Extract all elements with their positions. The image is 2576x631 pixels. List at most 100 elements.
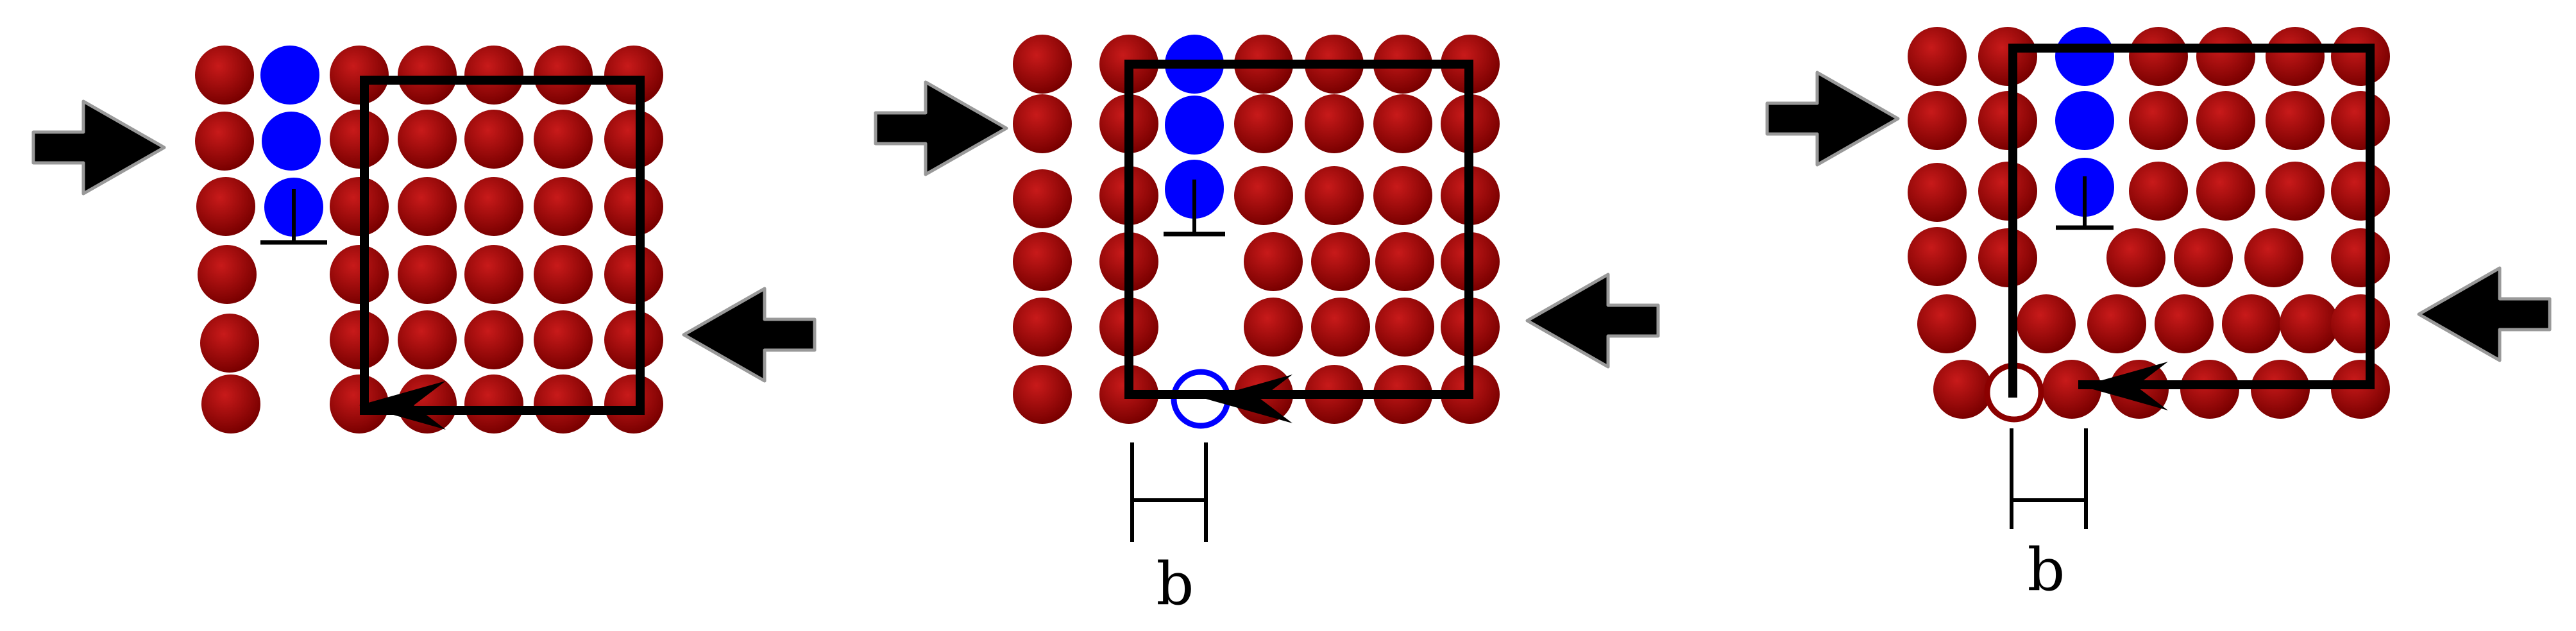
extra-half-plane-atom: [262, 112, 321, 171]
atom: [1908, 91, 1967, 150]
atom: [1013, 298, 1072, 357]
atom: [200, 314, 259, 373]
panel-perfect-crystal-with-dislocation: [31, 46, 817, 433]
atom: [1978, 91, 2037, 150]
atom: [398, 310, 457, 369]
atom: [1375, 298, 1434, 357]
atom: [1908, 163, 1967, 222]
atom: [398, 177, 457, 236]
circuit-arrow-icon: [1206, 374, 1292, 423]
atom: [1234, 166, 1293, 225]
atom: [2331, 91, 2390, 150]
atom: [398, 245, 457, 304]
atom: [1933, 360, 1992, 419]
atom: [604, 245, 663, 304]
atom: [1013, 35, 1072, 94]
atom: [464, 177, 523, 236]
atom: [1978, 27, 2037, 86]
extra-half-plane-atom: [1165, 96, 1224, 155]
atom: [330, 310, 389, 369]
circuit-arrow-icon: [359, 381, 446, 430]
atom: [1013, 94, 1072, 153]
atom: [196, 177, 255, 236]
shear-arrow-icon: [1765, 71, 1900, 167]
atom: [1311, 232, 1370, 291]
atom: [2266, 91, 2325, 150]
atom: [195, 112, 254, 171]
atom: [1013, 232, 1072, 291]
burgers-circuit: [1124, 60, 1473, 399]
atom: [2331, 294, 2390, 353]
atom: [2266, 27, 2325, 86]
atom: [2129, 162, 2188, 221]
burgers-circuit: [360, 76, 645, 415]
atom: [1244, 298, 1303, 357]
atom: [2174, 228, 2233, 287]
atom: [330, 46, 389, 105]
burgers-circuit: [2008, 44, 2375, 398]
atom: [195, 46, 254, 105]
atom: [464, 374, 523, 433]
atom: [2222, 294, 2281, 353]
atom: [1311, 298, 1370, 357]
atom: [534, 177, 593, 236]
atom: [2196, 27, 2255, 86]
atom: [330, 374, 389, 433]
atom: [2196, 91, 2255, 150]
atom: [2266, 162, 2325, 221]
atom: [464, 245, 523, 304]
atom: [198, 245, 257, 304]
extra-half-plane-atom: [2055, 27, 2114, 86]
atom: [2042, 360, 2101, 419]
atom: [1375, 232, 1434, 291]
atom: [2087, 294, 2146, 353]
atom: [604, 310, 663, 369]
atom: [1908, 227, 1967, 286]
atom: [464, 110, 523, 169]
atom: [1373, 94, 1432, 153]
atom: [1978, 228, 2037, 287]
extra-half-plane-atom: [2055, 91, 2114, 150]
atom: [2331, 228, 2390, 287]
atom: [1908, 27, 1967, 86]
atom: [604, 46, 663, 105]
atom: [330, 177, 389, 236]
atom: [1013, 365, 1072, 424]
atom: [2280, 294, 2339, 353]
atom: [534, 245, 593, 304]
atom: [534, 110, 593, 169]
extra-half-plane-atom: [260, 46, 319, 105]
atom: [604, 374, 663, 433]
atom: [464, 310, 523, 369]
shear-arrow-icon: [31, 99, 166, 196]
atom: [2155, 294, 2214, 353]
atom: [1244, 232, 1303, 291]
atom: [2129, 91, 2188, 150]
burgers-vector-label: b: [2028, 535, 2065, 604]
atom: [1978, 162, 2037, 221]
atom: [2331, 162, 2390, 221]
atom: [2196, 162, 2255, 221]
atom: [534, 374, 593, 433]
panel-burgers-circuit-closure-failure: [1765, 27, 2552, 529]
atom: [1013, 169, 1072, 228]
atom: [2244, 228, 2303, 287]
atom: [1305, 94, 1364, 153]
atom: [464, 46, 523, 105]
panel-burgers-circuit-start-finish: [874, 35, 1660, 542]
atom: [1234, 94, 1293, 153]
atom: [2017, 294, 2076, 353]
atom: [1917, 294, 1976, 353]
atom: [1305, 166, 1364, 225]
burgers-vector-label: b: [1157, 550, 1194, 618]
atom: [330, 245, 389, 304]
atom: [2106, 228, 2165, 287]
shear-arrow-icon: [1525, 273, 1660, 369]
atom: [604, 177, 663, 236]
atom: [201, 374, 260, 433]
atom: [534, 46, 593, 105]
atom: [604, 110, 663, 169]
atom: [398, 110, 457, 169]
